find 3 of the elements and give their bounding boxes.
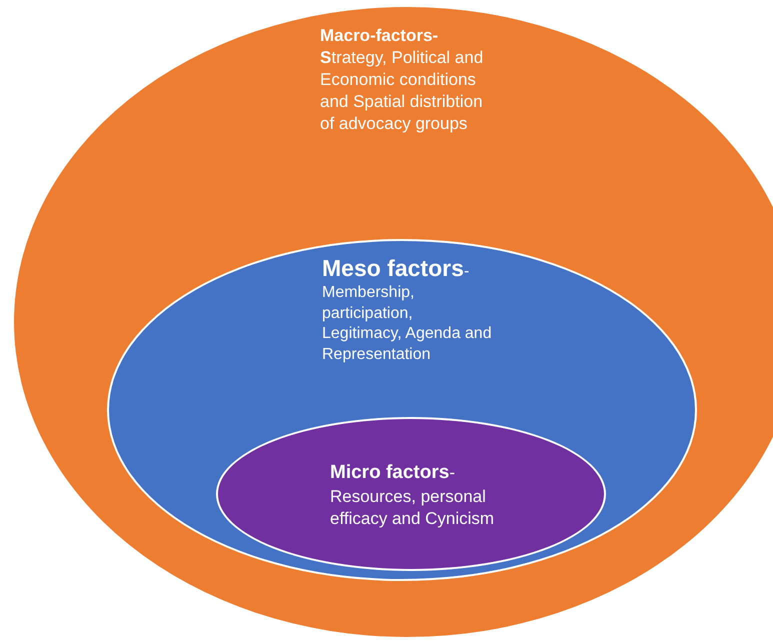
factor-description: Meso factors- Membership, participation, Legitimacy, Agenda and Representation <box>322 255 492 366</box>
factor-description: Micro factors- Resources, personal efficacy and Cynicism <box>330 461 496 530</box>
factor-description: Macro-factors-Strategy, Political and Economic conditions and Spatial distribtion of advocacy groups <box>320 25 484 136</box>
